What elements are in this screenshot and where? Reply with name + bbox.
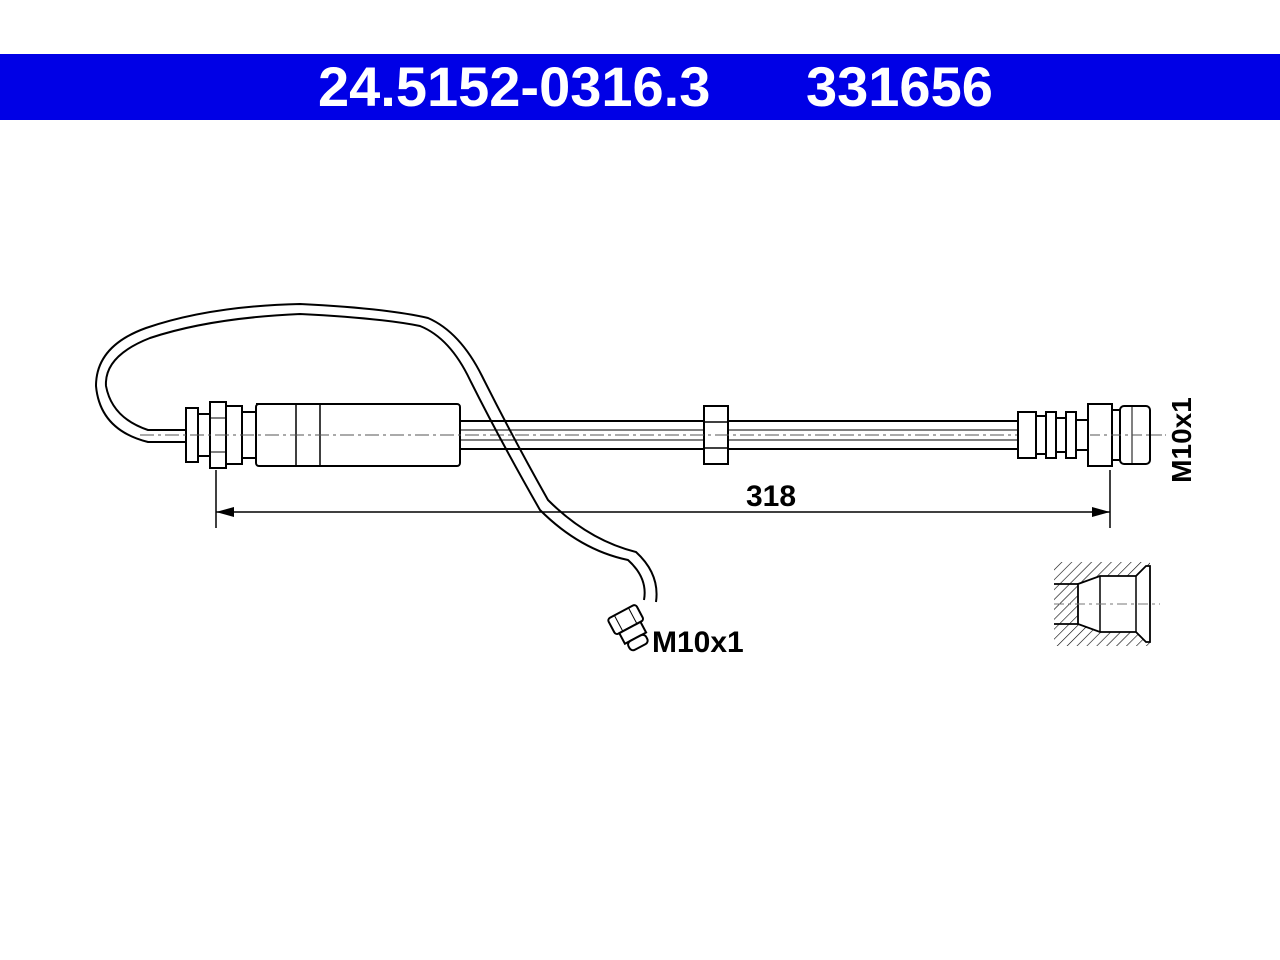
bottom-fitting bbox=[607, 604, 649, 652]
right-fitting bbox=[1017, 403, 1151, 467]
hose-body bbox=[460, 420, 1018, 450]
article-number: 331656 bbox=[806, 55, 993, 118]
steel-pipe bbox=[94, 302, 658, 603]
header-bar: 24.5152-0316.3 331656 bbox=[0, 54, 1280, 120]
thread-label-right: M10x1 bbox=[1166, 397, 1197, 483]
thread-label-bottom: M10x1 bbox=[652, 626, 744, 659]
length-dimension-line bbox=[215, 470, 1111, 528]
length-label: 318 bbox=[746, 480, 796, 513]
port-detail-section bbox=[1054, 562, 1160, 646]
part-number: 24.5152-0316.3 bbox=[318, 55, 711, 118]
